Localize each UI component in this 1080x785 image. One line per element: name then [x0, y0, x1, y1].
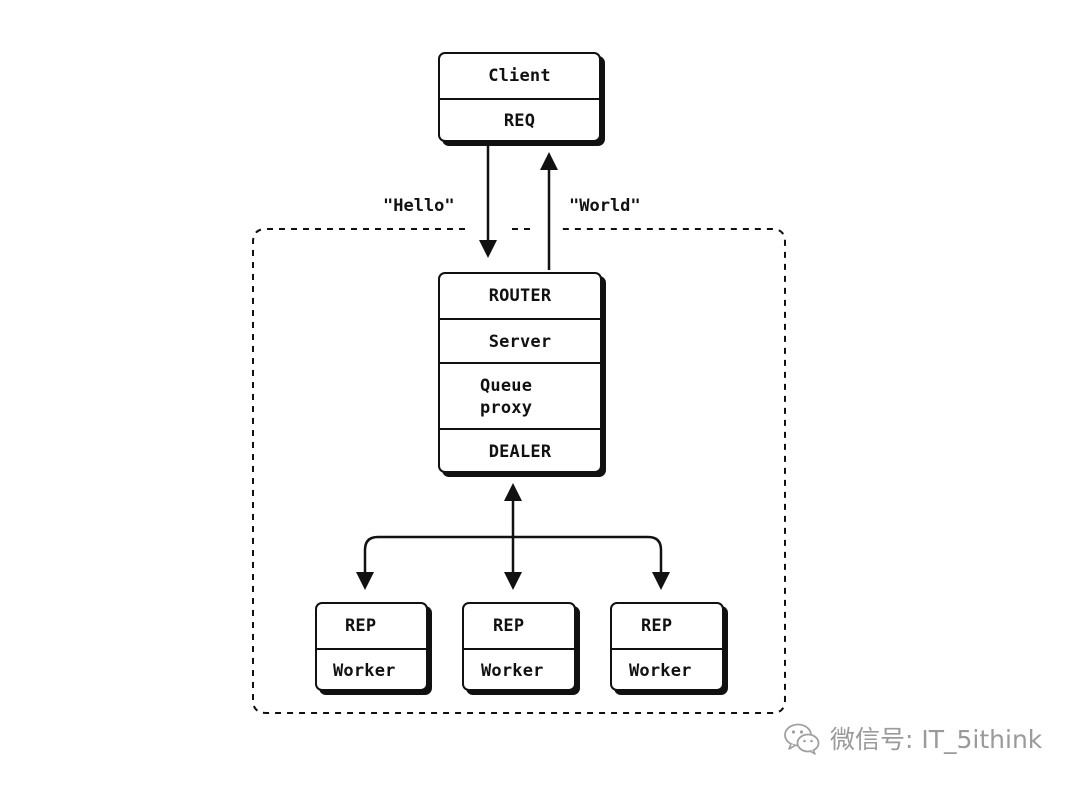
server-name: Server: [440, 318, 600, 364]
reply-arrow: [540, 152, 558, 270]
client-name: Client: [488, 66, 551, 86]
queue-proxy-role: Queue proxy: [440, 362, 600, 430]
watermark-text: 微信号: IT_5ithink: [830, 725, 1043, 754]
worker-box-2: REP Worker: [462, 602, 576, 691]
worker-2-socket: REP: [493, 616, 525, 636]
reply-label: "World": [569, 196, 641, 216]
router-socket: ROUTER: [488, 286, 552, 306]
wechat-icon: [784, 723, 820, 755]
queue-proxy-line-2: proxy: [480, 398, 533, 418]
worker-2-name: Worker: [464, 648, 574, 691]
broker-box: ROUTER Server Queue proxy DEALER: [438, 272, 602, 473]
server-boundary: [252, 228, 786, 714]
worker-box-3: REP Worker: [610, 602, 724, 691]
worker-3-socket: REP: [641, 616, 673, 636]
worker-1-socket: REP: [345, 616, 377, 636]
client-socket-req: REQ: [440, 98, 599, 142]
request-arrow: [479, 143, 497, 258]
queue-proxy-line-1: Queue: [480, 376, 533, 396]
worker-1-name: Worker: [317, 648, 426, 691]
worker-distribution-arrows: [356, 483, 670, 590]
request-label: "Hello": [383, 196, 455, 216]
worker-box-1: REP Worker: [315, 602, 428, 691]
dealer-socket: DEALER: [440, 428, 600, 473]
worker-3-name: Worker: [612, 648, 722, 691]
client-box: Client REQ: [438, 52, 601, 142]
watermark: 微信号: IT_5ithink: [782, 718, 1042, 758]
